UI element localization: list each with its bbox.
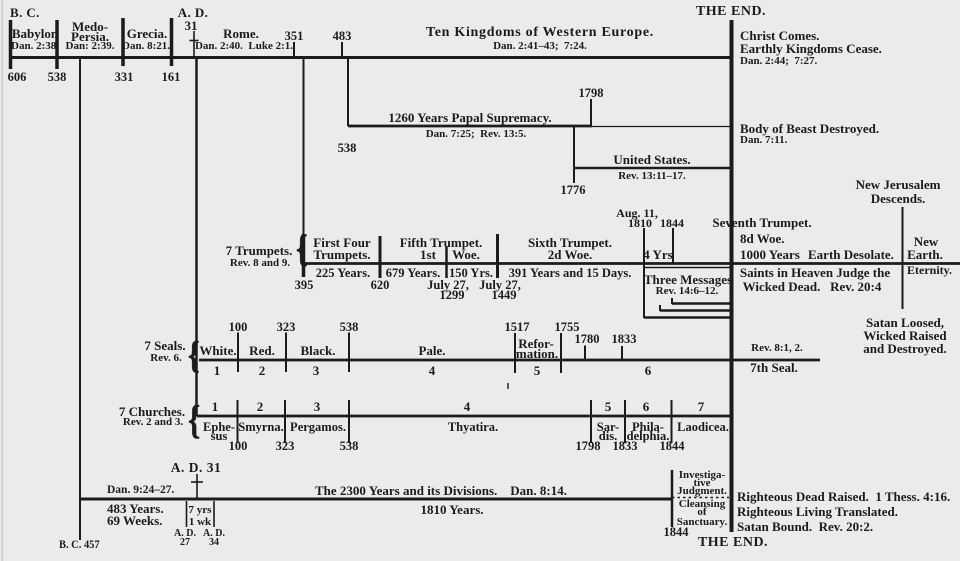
svg-text:{: { <box>296 229 308 270</box>
svg-text:{: { <box>188 397 200 442</box>
svg-text:{: { <box>188 335 200 376</box>
